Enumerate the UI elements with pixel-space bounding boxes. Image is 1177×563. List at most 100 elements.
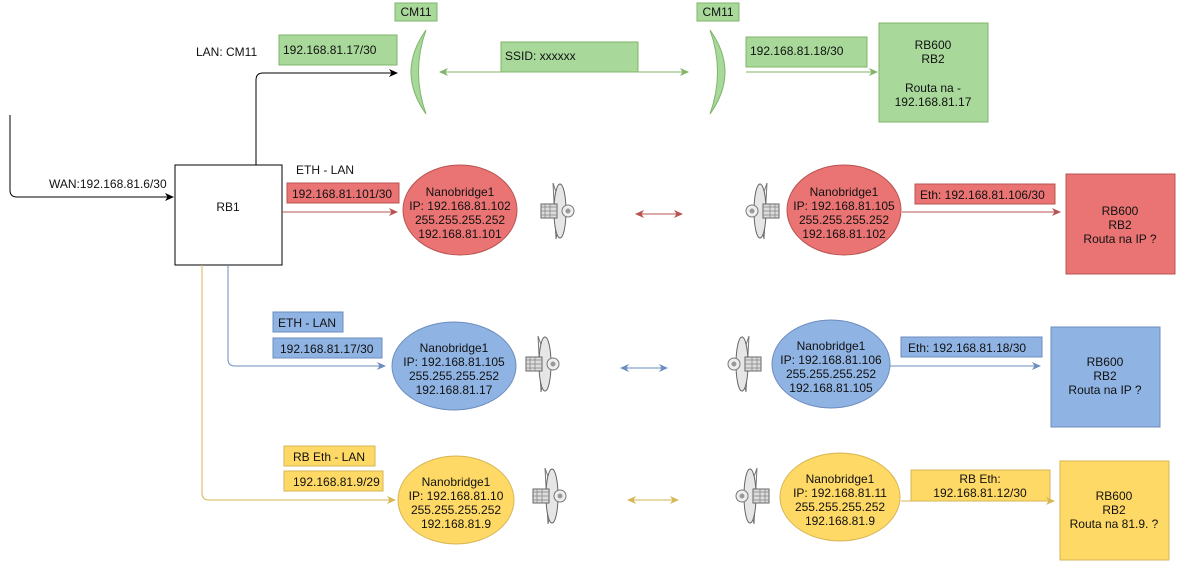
- svg-text:RB2: RB2: [921, 52, 945, 66]
- svg-text:IP: 192.168.81.105: IP: 192.168.81.105: [403, 355, 505, 369]
- svg-text:Routa na -: Routa na -: [905, 81, 961, 95]
- ssid-label: SSID: xxxxxx: [505, 49, 576, 63]
- red-eth-right: Eth: 192.168.81.106/30: [920, 188, 1045, 202]
- svg-text:192.168.81.9: 192.168.81.9: [421, 517, 491, 531]
- blue-ip-tag: 192.168.81.17/30: [280, 342, 374, 356]
- yellow-nanobridge-left[interactable]: [397, 455, 515, 545]
- svg-text:255.255.255.252: 255.255.255.252: [799, 213, 889, 227]
- svg-text:RB600: RB600: [915, 38, 952, 52]
- red-rb600-text: RB600 RB2 Routa na IP ?: [1083, 204, 1156, 246]
- svg-text:192.168.81.17: 192.168.81.17: [895, 95, 972, 109]
- svg-text:255.255.255.252: 255.255.255.252: [795, 500, 885, 514]
- svg-text:192.168.81.105: 192.168.81.105: [789, 381, 873, 395]
- svg-text:Routa na IP ?: Routa na IP ?: [1068, 383, 1141, 397]
- cm11-left-label-box: [394, 2, 438, 22]
- green-rb600-box[interactable]: [878, 22, 989, 123]
- red-eth-lan-label: ETH - LAN: [296, 163, 354, 177]
- blue-dish-antenna-right-icon: [728, 336, 761, 392]
- green-ip-left: 192.168.81.17/30: [283, 43, 377, 57]
- wan-connector: [9, 115, 174, 201]
- blue-nanobridge-left[interactable]: [391, 321, 517, 411]
- svg-text:IP: 192.168.81.102: IP: 192.168.81.102: [409, 199, 511, 213]
- yellow-nanobridge-left-text: Nanobridge1 IP: 192.168.81.10 255.255.25…: [409, 475, 504, 531]
- yellow-dish-antenna-right-icon: [736, 468, 769, 524]
- red-nanobridge-right[interactable]: [786, 164, 902, 256]
- svg-text:Nanobridge1: Nanobridge1: [420, 341, 489, 355]
- blue-rb600-text: RB600 RB2 Routa na IP ?: [1068, 355, 1141, 397]
- svg-text:255.255.255.252: 255.255.255.252: [409, 369, 499, 383]
- svg-text:192.168.81.17: 192.168.81.17: [416, 383, 493, 397]
- svg-text:192.168.81.101: 192.168.81.101: [418, 227, 502, 241]
- blue-nanobridge-right[interactable]: [771, 319, 891, 409]
- yellow-eth-lan-box: [283, 445, 376, 467]
- svg-text:Nanobridge1: Nanobridge1: [426, 185, 495, 199]
- red-nanobridge-left-text: Nanobridge1 IP: 192.168.81.102 255.255.2…: [409, 185, 511, 241]
- red-rb600-box[interactable]: [1065, 173, 1176, 275]
- yellow-dish-antenna-left-icon: [532, 467, 567, 525]
- parabolic-reflector-left-icon: [410, 29, 427, 115]
- svg-text:RB600: RB600: [1102, 204, 1139, 218]
- svg-text:RB600: RB600: [1096, 489, 1133, 503]
- green-rb600-text: RB600 RB2 Routa na - 192.168.81.17: [895, 38, 972, 109]
- svg-text:192.168.81.9: 192.168.81.9: [805, 514, 875, 528]
- green-ip-right: 192.168.81.18/30: [750, 44, 844, 58]
- svg-text:255.255.255.252: 255.255.255.252: [415, 213, 505, 227]
- blue-eth-lan-box: [272, 311, 344, 333]
- yellow-eth-lan-label: RB Eth - LAN: [293, 450, 365, 464]
- svg-text:RB2: RB2: [1102, 503, 1126, 517]
- rb1-router[interactable]: [174, 164, 283, 266]
- rb1-to-cm11-connector: [255, 69, 398, 165]
- yellow-nanobridge-right[interactable]: [779, 452, 901, 542]
- blue-nanobridge-left-text: Nanobridge1 IP: 192.168.81.105 255.255.2…: [403, 341, 505, 397]
- cm11-right-label: CM11: [702, 5, 733, 19]
- svg-text:Nanobridge1: Nanobridge1: [806, 472, 875, 486]
- svg-text:192.168.81.102: 192.168.81.102: [802, 227, 886, 241]
- svg-text:IP: 192.168.81.106: IP: 192.168.81.106: [780, 353, 882, 367]
- red-dish-antenna-right-icon: [746, 183, 779, 239]
- cm11-right-label-box: [696, 2, 740, 22]
- svg-text:RB600: RB600: [1087, 355, 1124, 369]
- blue-rb1-to-nb-connector: [227, 265, 386, 370]
- yellow-ip-tag: 192.168.81.9/29: [293, 475, 380, 489]
- yellow-rb1-to-nb-connector: [201, 265, 396, 504]
- blue-eth-right-box: [900, 336, 1043, 358]
- svg-text:RB2: RB2: [1093, 369, 1117, 383]
- cm11-left-label: CM11: [400, 5, 431, 19]
- svg-text:RB2: RB2: [1108, 218, 1132, 232]
- parabolic-reflector-right-icon: [709, 29, 726, 115]
- red-nanobridge-left[interactable]: [402, 164, 518, 256]
- svg-text:255.255.255.252: 255.255.255.252: [786, 367, 876, 381]
- red-ip-tag: 192.168.81.101/30: [292, 187, 392, 201]
- blue-eth-right: Eth: 192.168.81.18/30: [908, 341, 1026, 355]
- yellow-eth-right-box: [910, 469, 1051, 502]
- svg-text:Nanobridge1: Nanobridge1: [422, 475, 491, 489]
- svg-text:Routa na IP ?: Routa na IP ?: [1083, 232, 1156, 246]
- blue-dish-antenna-left-icon: [525, 335, 560, 393]
- svg-text:IP: 192.168.81.11: IP: 192.168.81.11: [793, 486, 887, 500]
- green-ip-left-box: [278, 34, 398, 66]
- svg-text:RB Eth:: RB Eth:: [959, 472, 1000, 486]
- svg-text:IP: 192.168.81.105: IP: 192.168.81.105: [793, 199, 895, 213]
- svg-text:192.168.81.12/30: 192.168.81.12/30: [933, 486, 1027, 500]
- blue-nanobridge-right-text: Nanobridge1 IP: 192.168.81.106 255.255.2…: [780, 339, 882, 395]
- blue-ip-tag-box: [272, 337, 383, 359]
- svg-text:Routa na 81.9. ?: Routa na 81.9. ?: [1070, 517, 1159, 531]
- green-ip-right-box: [745, 36, 868, 68]
- lan-cm11-label: LAN: CM11: [196, 45, 257, 59]
- yellow-nanobridge-right-text: Nanobridge1 IP: 192.168.81.11 255.255.25…: [793, 472, 887, 528]
- red-eth-right-box: [914, 183, 1056, 205]
- rb1-label: RB1: [216, 200, 240, 214]
- svg-text:Nanobridge1: Nanobridge1: [810, 185, 879, 199]
- red-nanobridge-right-text: Nanobridge1 IP: 192.168.81.105 255.255.2…: [793, 185, 895, 241]
- yellow-rb600-text: RB600 RB2 Routa na 81.9. ?: [1070, 489, 1159, 531]
- blue-eth-lan-label: ETH - LAN: [278, 316, 336, 330]
- yellow-rb600-box[interactable]: [1059, 460, 1170, 561]
- ssid-box: [500, 41, 639, 73]
- yellow-eth-right: RB Eth: 192.168.81.12/30: [933, 472, 1027, 500]
- yellow-ip-tag-box: [283, 470, 384, 492]
- svg-text:255.255.255.252: 255.255.255.252: [411, 503, 501, 517]
- blue-rb600-box[interactable]: [1050, 326, 1161, 428]
- wan-label: WAN:192.168.81.6/30: [49, 177, 167, 191]
- red-ip-tag-box: [286, 182, 400, 204]
